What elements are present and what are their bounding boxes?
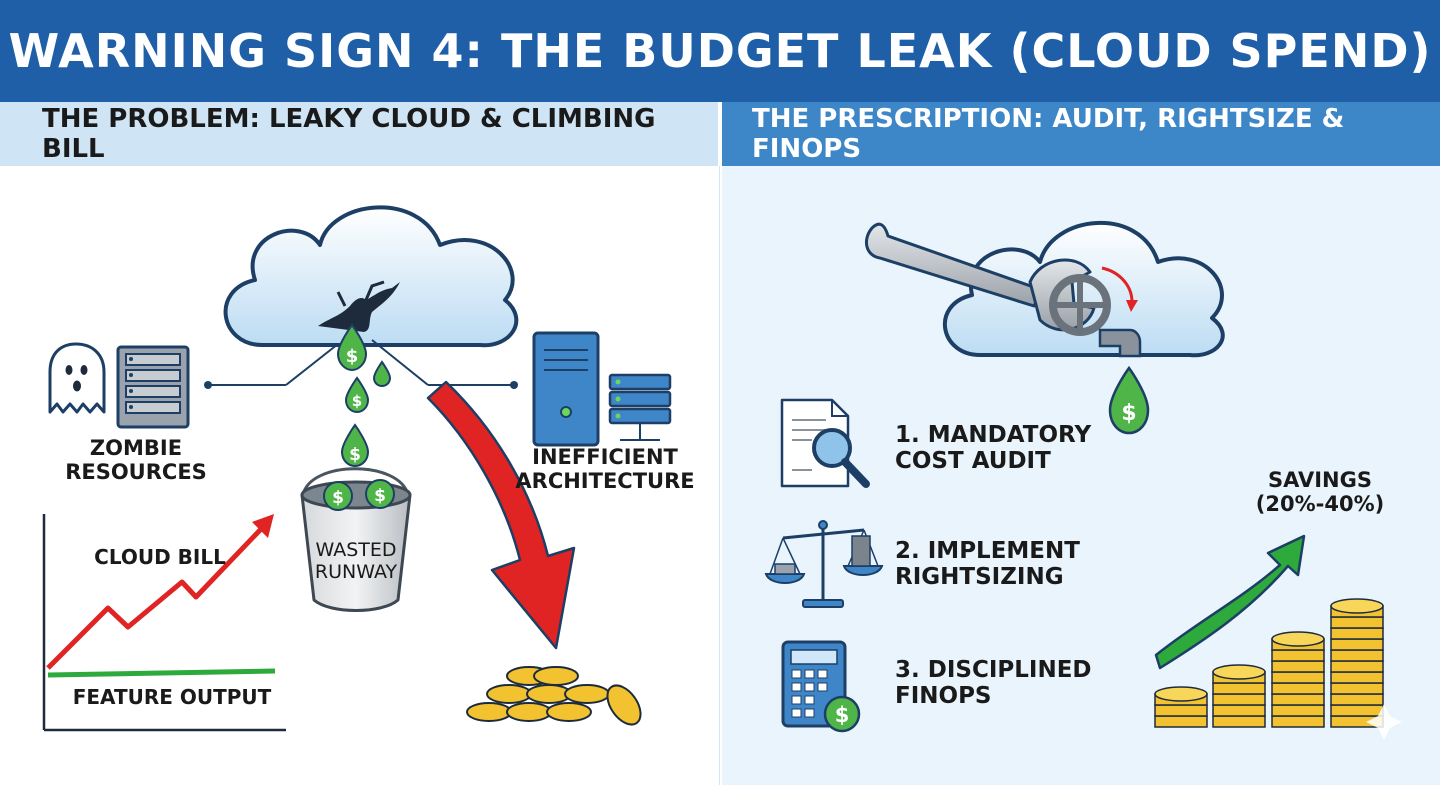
coin [1154,715,1208,728]
inefficient-label-line1: INEFFICIENT [532,445,678,469]
svg-text:$: $ [332,488,344,508]
coin [1271,704,1325,717]
svg-text:$: $ [349,445,361,465]
svg-text:$: $ [352,392,362,410]
coin-top [1271,631,1325,647]
coin-stack-icon [1154,598,1384,728]
magnifier-document-icon [780,398,870,488]
green-rising-arrow [1154,534,1306,670]
coin [1330,649,1384,662]
coin [1330,627,1384,640]
step-1-line2: COST AUDIT [895,448,1051,475]
cloud-bill-label: CLOUD BILL [94,545,226,569]
step-3-line1: 3. DISCIPLINED [895,657,1092,683]
step-3-label: 3. DISCIPLINED FINOPS [895,657,1115,710]
step-1-line1: 1. MANDATORY [895,422,1092,448]
prescription-heading: THE PRESCRIPTION: AUDIT, RIGHTSIZE & FIN… [752,104,1345,164]
coin-top [1212,664,1266,680]
coin [1271,715,1325,728]
svg-text:$: $ [374,486,386,506]
dollar-drop-icon: $ $ $ [336,323,392,468]
calculator-icon: $ [781,640,861,733]
problem-header: THE PROBLEM: LEAKY CLOUD & CLIMBING BILL [0,102,718,166]
step-2-label: 2. IMPLEMENT RIGHTSIZING [895,538,1115,591]
coin [1330,660,1384,673]
prescription-header: THE PRESCRIPTION: AUDIT, RIGHTSIZE & FIN… [722,102,1440,166]
divider-line [719,166,720,785]
red-downward-arrow [426,380,576,650]
coin [1271,660,1325,673]
step-1-label: 1. MANDATORY COST AUDIT [895,422,1115,475]
ghost-icon [48,342,106,414]
coin-pile-icon [466,666,642,726]
coin [1271,693,1325,706]
wasted-runway-label: WASTED RUNWAY [300,539,412,584]
coin [1330,671,1384,684]
coin-top [1154,686,1208,702]
step-2-line1: 2. IMPLEMENT [895,538,1080,564]
tower-server-icon [532,331,600,447]
step-3-line2: FINOPS [895,683,992,710]
divider [718,102,722,785]
page-title: WARNING SIGN 4: THE BUDGET LEAK (CLOUD S… [8,24,1432,78]
feature-output-line [47,668,276,678]
problem-heading: THE PROBLEM: LEAKY CLOUD & CLIMBING BILL [42,104,656,164]
coin [1330,638,1384,651]
zombie-label-line1: ZOMBIE [89,436,183,460]
coin [1271,649,1325,662]
balance-scale-icon [764,520,884,608]
valve-icon [1049,266,1142,358]
bucket-icon: $ $ [300,467,412,612]
coin [1212,682,1266,695]
sparkle-icon [1366,704,1402,740]
server-rack-icon [116,345,190,429]
coin [1212,715,1266,728]
svg-text:$: $ [835,703,850,727]
coin [1330,704,1384,717]
leaky-cloud-icon [223,205,519,386]
step-2-line2: RIGHTSIZING [895,564,1064,591]
feature-output-label: FEATURE OUTPUT [72,685,272,709]
coin [1271,682,1325,695]
coin [1212,693,1266,706]
bucket-label-line2: RUNWAY [314,560,398,583]
coin [1330,682,1384,695]
savings-label: SAVINGS (20%-40%) [1240,468,1400,516]
title-bar: WARNING SIGN 4: THE BUDGET LEAK (CLOUD S… [0,0,1440,102]
cloud-bill-line [46,526,264,670]
zombie-label-line2: RESOURCES [65,460,207,485]
bucket-label-line1: WASTED [315,539,397,561]
server-stack-icon [608,373,672,441]
coin [1330,616,1384,629]
coin [1154,704,1208,717]
savings-line1: SAVINGS [1268,468,1372,492]
bill-vs-output-chart [42,514,286,732]
coin [1330,693,1384,706]
dollar-drop-icon: $ [1108,365,1150,435]
svg-text:$: $ [346,346,359,367]
coin [1212,704,1266,717]
savings-line2: (20%-40%) [1255,492,1385,517]
repaired-cloud-icon [942,220,1225,358]
inefficient-label-line2: ARCHITECTURE [515,469,695,494]
coin-top [1330,598,1384,614]
zombie-resources-label: ZOMBIE RESOURCES [36,436,236,484]
svg-text:$: $ [1121,401,1136,426]
coin [1271,671,1325,684]
inefficient-architecture-label: INEFFICIENT ARCHITECTURE [505,445,705,493]
